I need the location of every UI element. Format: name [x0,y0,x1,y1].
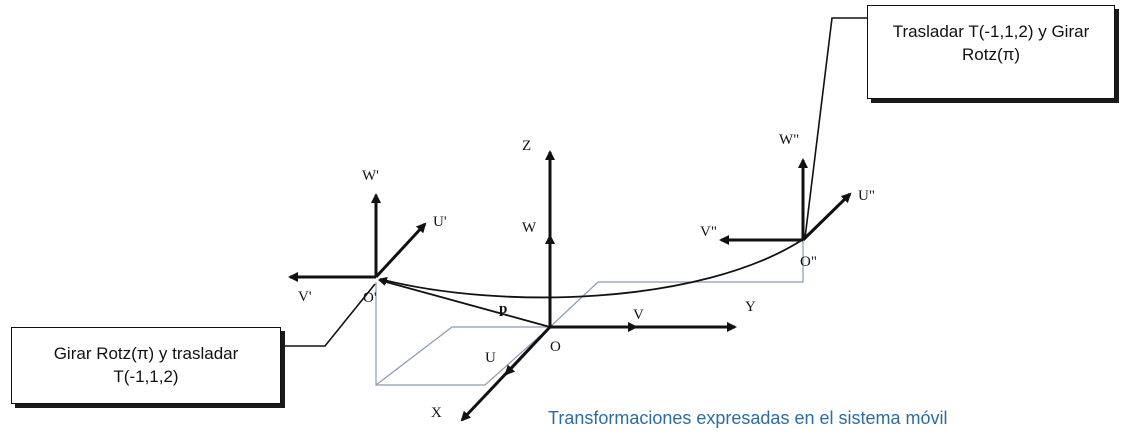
top-annotation-line-1: Trasladar T(-1,1,2) y Girar [892,22,1090,41]
guide-lines-right [549,238,804,328]
left-annotation-line-2: T(-1,1,2) [113,367,179,386]
guide-lines [375,238,804,386]
diagram-caption: Transformaciones expresadas en el sistem… [548,408,948,428]
label-u-prime: U' [433,214,447,230]
label-w-prime: W' [362,168,379,184]
label-p: p [499,301,507,317]
p-vector [378,277,551,328]
label-u-double-prime: U" [858,188,875,204]
u-double-prime-axis [801,192,852,242]
u-prime-axis [374,222,427,279]
base-frame-short [504,234,555,376]
callout-leaders [281,17,867,347]
frame-o-prime [288,193,427,282]
top-callout-leader [804,17,867,239]
label-w-double-prime: W" [779,132,799,148]
guide-lines-left [375,282,552,386]
left-annotation-line-1: Girar Rotz(π) y trasladar [53,344,239,363]
base-frame [460,150,737,422]
left-annotation-box: Girar Rotz(π) y trasladar T(-1,1,2) [11,327,281,404]
top-annotation-box: Trasladar T(-1,1,2) y Girar Rotz(π) [867,5,1115,99]
label-x: X [431,405,442,421]
label-o: O [550,339,561,355]
frame-o-double-prime [719,158,852,245]
left-callout-leader [281,283,376,347]
u-axis [504,344,534,376]
label-o-double-prime: O" [800,254,817,270]
label-w: W [522,220,537,236]
transform-curve [379,239,803,299]
label-v-double-prime: V" [700,224,717,240]
top-annotation-line-2: Rotz(π) [961,45,1020,64]
transform-paths [378,239,803,328]
label-y: Y [745,299,756,315]
label-u: U [485,350,496,366]
label-o-prime: O' [363,290,377,306]
label-v: V [633,307,644,323]
label-v-prime: V' [298,289,312,305]
label-z: Z [522,138,531,154]
